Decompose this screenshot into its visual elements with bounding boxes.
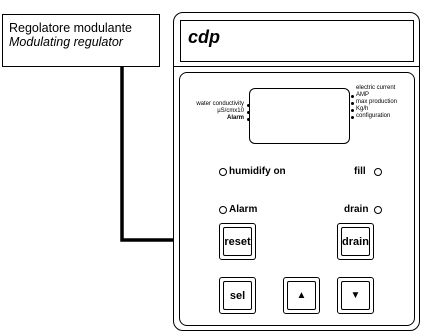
- drain-led-icon: [374, 206, 382, 214]
- display-dot: [351, 102, 354, 105]
- down-arrow-icon: ▼: [341, 281, 370, 310]
- label-configuration: configuration: [356, 113, 391, 119]
- up-arrow-icon: ▲: [287, 281, 316, 310]
- label-alarm-display: Alarm: [226, 115, 244, 121]
- title-window: [180, 20, 414, 62]
- sel-button-label: sel: [223, 281, 252, 310]
- callout-label: Regolatore modulante Modulating regulato…: [2, 14, 160, 67]
- label-amp: AMP: [356, 92, 370, 98]
- up-button[interactable]: ▲: [283, 277, 320, 314]
- display-dot: [247, 111, 250, 114]
- display-dot: [247, 104, 250, 107]
- label-max-production: max production: [356, 99, 398, 105]
- drain-button-label: drain: [341, 227, 370, 256]
- device-title: cdp: [188, 27, 221, 47]
- label-us-cm: µS/cmx10: [217, 108, 244, 114]
- display-dot: [351, 95, 354, 98]
- callout-line1: Regolatore modulante: [9, 21, 132, 35]
- display-dot: [351, 109, 354, 112]
- alarm-label: Alarm: [229, 204, 258, 215]
- label-water-conductivity: water conductivity: [196, 101, 244, 107]
- reset-button-label: reset: [223, 227, 252, 256]
- humidify-on-led-icon: [219, 168, 227, 176]
- fill-led-icon: [374, 168, 382, 176]
- divider: [174, 66, 419, 67]
- callout-line2: Modulating regulator: [9, 35, 123, 49]
- label-electric-current: electric current: [356, 85, 396, 91]
- display-dot: [247, 118, 250, 121]
- label-kg-h: Kg/h: [356, 106, 369, 112]
- sel-button[interactable]: sel: [219, 277, 256, 314]
- humidify-on-label: humidify on: [229, 166, 286, 177]
- lcd-display: [249, 88, 350, 144]
- drain-label: drain: [344, 204, 369, 215]
- drain-button[interactable]: drain: [337, 223, 374, 260]
- alarm-led-icon: [219, 206, 227, 214]
- display-dot: [351, 116, 354, 119]
- control-panel: [179, 72, 415, 326]
- down-button[interactable]: ▼: [337, 277, 374, 314]
- reset-button[interactable]: reset: [219, 223, 256, 260]
- fill-label: fill: [354, 166, 366, 177]
